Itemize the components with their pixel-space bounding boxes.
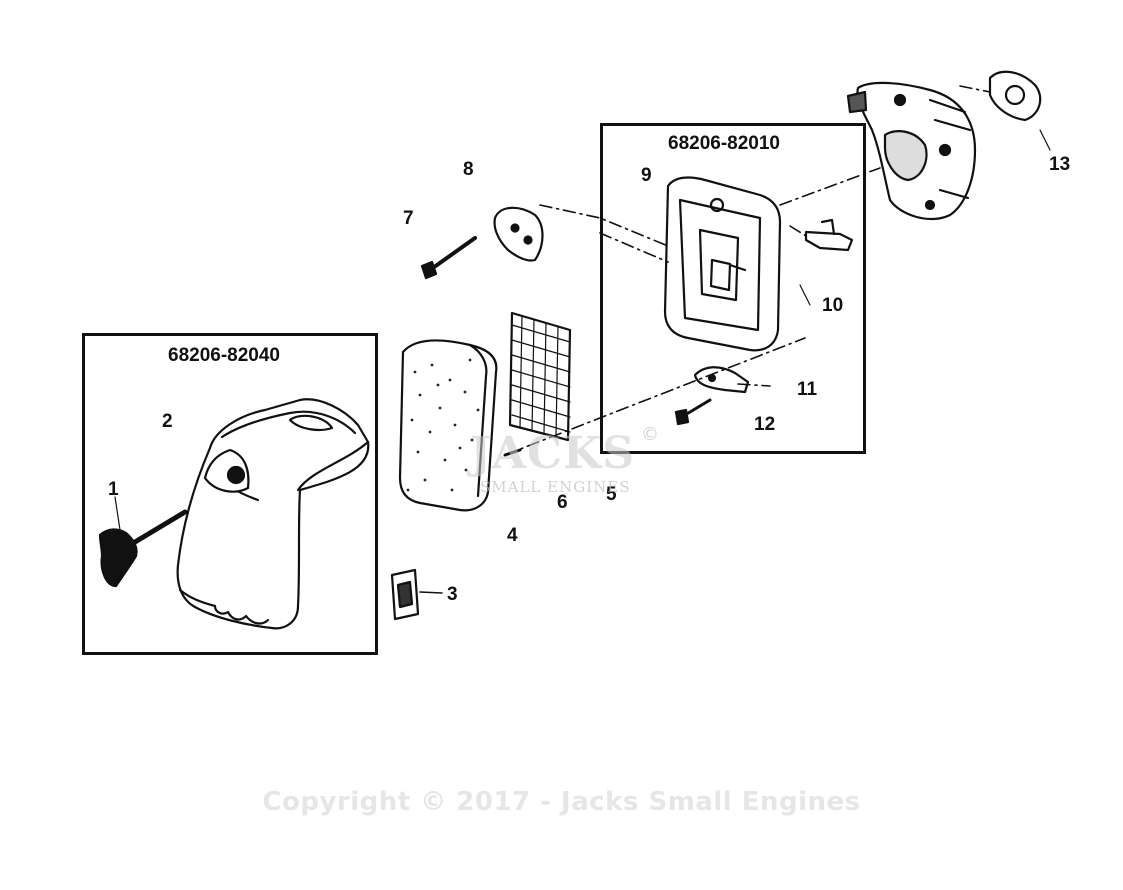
kit-number-right: 68206-82010 (668, 133, 780, 154)
callout-5: 5 (606, 484, 617, 505)
carburetor-part (846, 81, 977, 220)
air-cleaner-cover-part (176, 398, 370, 630)
bracket-part (693, 366, 750, 394)
choke-lever-part (804, 218, 854, 252)
callout-4: 4 (507, 525, 518, 546)
callout-3: 3 (447, 584, 458, 605)
callout-9: 9 (641, 165, 652, 186)
callout-10: 10 (822, 295, 844, 316)
copyright-notice: Copyright © 2017 - Jacks Small Engines (262, 787, 861, 817)
callout-11: 11 (797, 379, 818, 400)
knob-screw-part (98, 509, 188, 588)
callout-7: 7 (403, 208, 414, 229)
filter-screen-part (503, 311, 572, 457)
callout-6: 6 (557, 492, 568, 513)
callout-1: 1 (108, 479, 119, 500)
callout-8: 8 (463, 159, 474, 180)
kit-frame-left (82, 333, 378, 655)
bolt-part (420, 236, 477, 280)
callout-13: 13 (1049, 154, 1071, 175)
watermark-brand: JACKS (470, 428, 635, 479)
callout-2: 2 (162, 411, 173, 432)
air-cleaner-case-part (663, 176, 782, 352)
kit-frame-right (600, 123, 866, 454)
plate-part (493, 206, 544, 262)
kit-number-left: 68206-82040 (168, 345, 280, 366)
screw-part (674, 398, 712, 426)
watermark-copyright-mark: © (641, 424, 659, 445)
gasket-part (988, 70, 1042, 122)
filter-element-part (398, 339, 498, 512)
decal-part (390, 568, 443, 621)
callout-12: 12 (754, 414, 776, 435)
watermark-subtitle: SMALL ENGINES (480, 478, 631, 496)
